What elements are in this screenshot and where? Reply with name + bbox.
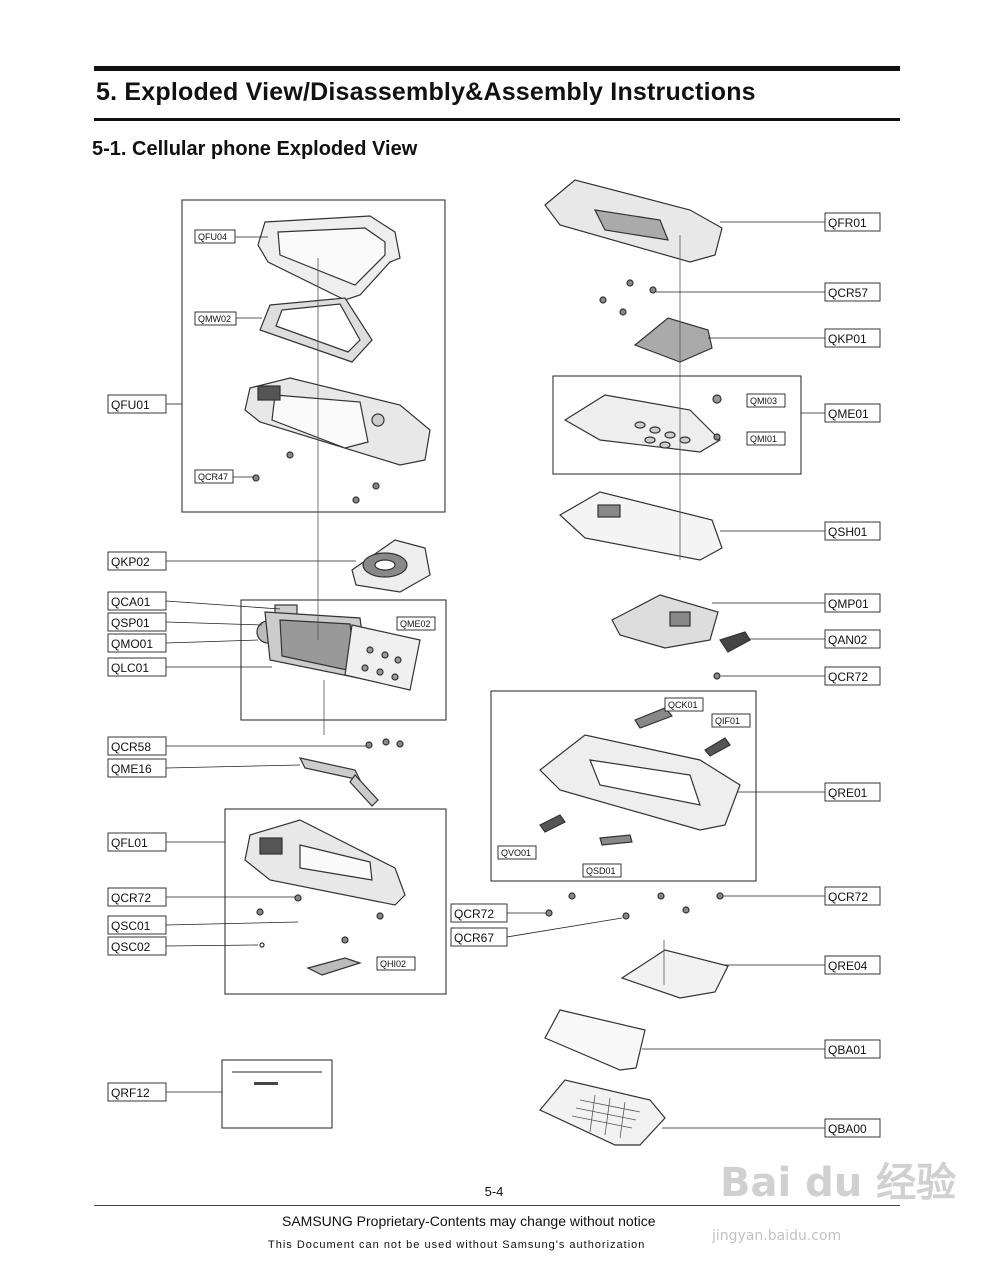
part-label-qkp02: QKP02 <box>111 555 150 569</box>
part-label-qre01: QRE01 <box>828 786 868 800</box>
part-label-qme16: QME16 <box>111 762 152 776</box>
part-label-qfr01: QFR01 <box>828 216 867 230</box>
part-label-qcr72-middle: QCR72 <box>454 907 494 921</box>
group-frame-keypad <box>552 375 802 475</box>
part-label-qmw02: QMW02 <box>198 314 231 324</box>
part-label-qlc01: QLC01 <box>111 661 149 675</box>
part-label-qmi01: QMI01 <box>750 434 777 444</box>
group-frame-folder <box>224 808 447 995</box>
watermark-logo: Bai du 经验 <box>720 1160 957 1206</box>
group-frame-front <box>181 199 446 513</box>
part-label-qfu04: QFU04 <box>198 232 227 242</box>
part-label-qcr72-right: QCR72 <box>828 890 868 904</box>
part-label-qhi02: QHI02 <box>380 959 406 969</box>
part-label-qfu01: QFU01 <box>111 398 150 412</box>
part-label-qcr58: QCR58 <box>111 740 151 754</box>
part-label-qkp01: QKP01 <box>828 332 867 346</box>
page-number: 5-4 <box>484 1184 504 1199</box>
leader-lines <box>165 221 825 1129</box>
header-rule-top <box>94 66 900 71</box>
part-label-qcr72-right-top: QCR72 <box>828 670 868 684</box>
part-label-qcr47: QCR47 <box>198 472 228 482</box>
part-label-qba00: QBA00 <box>828 1122 867 1136</box>
part-label-qsp01: QSP01 <box>111 616 150 630</box>
group-frame-rear <box>490 690 757 882</box>
footer-proprietary-notice: SAMSUNG Proprietary-Contents may change … <box>282 1213 656 1229</box>
part-label-qca01: QCA01 <box>111 595 151 609</box>
part-label-qme02: QME02 <box>400 619 431 629</box>
part-label-qrf12: QRF12 <box>111 1086 150 1100</box>
part-drawings-left <box>232 215 431 1085</box>
part-label-qsh01: QSH01 <box>828 525 868 539</box>
part-drawings-right <box>539 179 751 1146</box>
group-frame-lcd <box>240 599 447 721</box>
header-rule-bottom <box>94 118 900 121</box>
part-label-qcr67: QCR67 <box>454 931 494 945</box>
part-label-qcr57: QCR57 <box>828 286 868 300</box>
part-label-qmp01: QMP01 <box>828 597 869 611</box>
part-label-qif01: QIF01 <box>715 716 740 726</box>
part-label-qan02: QAN02 <box>828 633 868 647</box>
part-label-qsd01: QSD01 <box>586 866 616 876</box>
group-frame-label <box>221 1059 333 1129</box>
page-title: 5. Exploded View/Disassembly&Assembly In… <box>96 78 756 106</box>
footer-authorization-notice: This Document can not be used without Sa… <box>268 1239 646 1251</box>
part-label-qvo01: QVO01 <box>501 848 531 858</box>
part-label-qfl01: QFL01 <box>111 836 148 850</box>
part-label-qcr72-left: QCR72 <box>111 891 151 905</box>
part-label-qmo01: QMO01 <box>111 637 153 651</box>
part-label-qre04: QRE04 <box>828 959 868 973</box>
section-title: 5-1. Cellular phone Exploded View <box>92 138 418 160</box>
part-label-qsc01: QSC01 <box>111 919 151 933</box>
watermark-url: jingyan.baidu.com <box>712 1228 842 1244</box>
part-label-qba01: QBA01 <box>828 1043 867 1057</box>
part-label-qck01: QCK01 <box>668 700 698 710</box>
part-label-qmi03: QMI03 <box>750 396 777 406</box>
part-label-qsc02: QSC02 <box>111 940 151 954</box>
part-label-qme01: QME01 <box>828 407 869 421</box>
footer-rule <box>94 1205 900 1206</box>
